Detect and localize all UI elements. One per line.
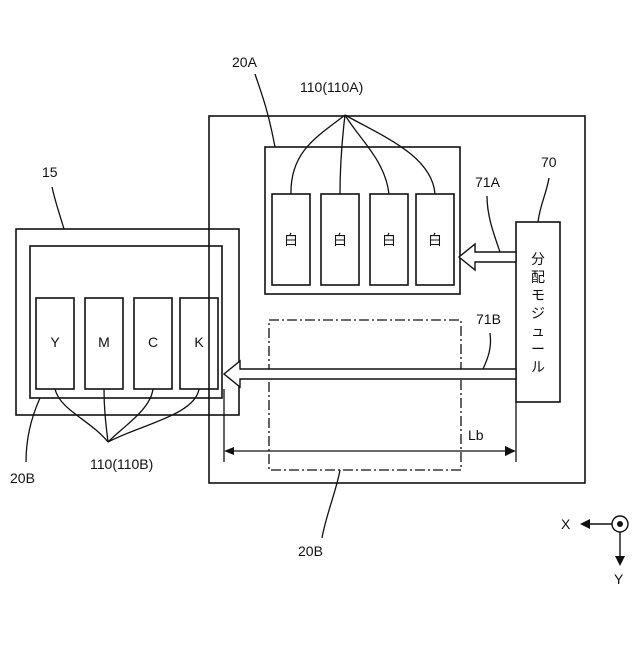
- ref-70: 70: [541, 154, 557, 170]
- x-axis-label: X: [561, 516, 571, 532]
- ref-20A: 20A: [232, 54, 258, 70]
- supply-arrow-71B: [224, 361, 516, 387]
- leader-70: [538, 178, 549, 222]
- white-cartridge-2-label: 白: [333, 232, 347, 248]
- ref-71B: 71B: [476, 311, 501, 327]
- y-axis-arrowhead: [615, 556, 625, 566]
- cartridge-K-label: K: [194, 334, 204, 350]
- head-unit-20B: [30, 246, 222, 398]
- module-char-1: 分: [531, 251, 545, 267]
- ref-110B: 110(110B): [90, 456, 153, 472]
- supply-arrow-71A: [459, 244, 516, 270]
- white-cartridge-4-label: 白: [428, 232, 442, 248]
- ref-110A: 110(110A): [300, 79, 363, 95]
- module-char-7: ル: [531, 359, 545, 375]
- white-cartridge-3-label: 白: [382, 232, 396, 248]
- z-axis-dot: [617, 521, 623, 527]
- dimension-arrow-left: [224, 447, 234, 455]
- cartridge-M-label: M: [98, 334, 110, 350]
- ref-71A: 71A: [475, 174, 501, 190]
- white-cartridge-group: 白 白 白 白: [272, 194, 454, 285]
- ref-15: 15: [42, 164, 58, 180]
- module-char-3: モ: [531, 287, 545, 303]
- head-unit-20B-outline: [269, 320, 461, 470]
- color-cartridge-group: Y M C K: [36, 298, 218, 389]
- axis-indicator: X Y: [561, 516, 628, 587]
- cartridge-C-label: C: [148, 334, 158, 350]
- leader-71B: [483, 333, 491, 369]
- leader-71A: [487, 196, 500, 252]
- y-axis-label: Y: [614, 571, 624, 587]
- x-axis-arrowhead: [580, 519, 590, 529]
- ref-Lb: Lb: [468, 427, 484, 443]
- leader-20A: [255, 74, 275, 147]
- leader-20B-left: [26, 398, 40, 462]
- module-char-6: ー: [531, 341, 545, 357]
- dimension-arrow-right: [506, 447, 516, 455]
- module-char-2: 配: [531, 269, 545, 285]
- white-cartridge-1-label: 白: [284, 232, 298, 248]
- unit-15-outer: [16, 229, 239, 415]
- distribution-module-label: 分 配 モ ジ ュ ー ル: [531, 251, 545, 375]
- leader-15: [52, 187, 64, 229]
- cartridge-Y-label: Y: [50, 334, 60, 350]
- leader-110A: [291, 115, 435, 194]
- leader-20B-bottom: [322, 470, 340, 538]
- module-char-5: ュ: [531, 323, 545, 339]
- ref-20B-bottom: 20B: [298, 543, 323, 559]
- ref-20B-left: 20B: [10, 470, 35, 486]
- module-char-4: ジ: [531, 305, 545, 321]
